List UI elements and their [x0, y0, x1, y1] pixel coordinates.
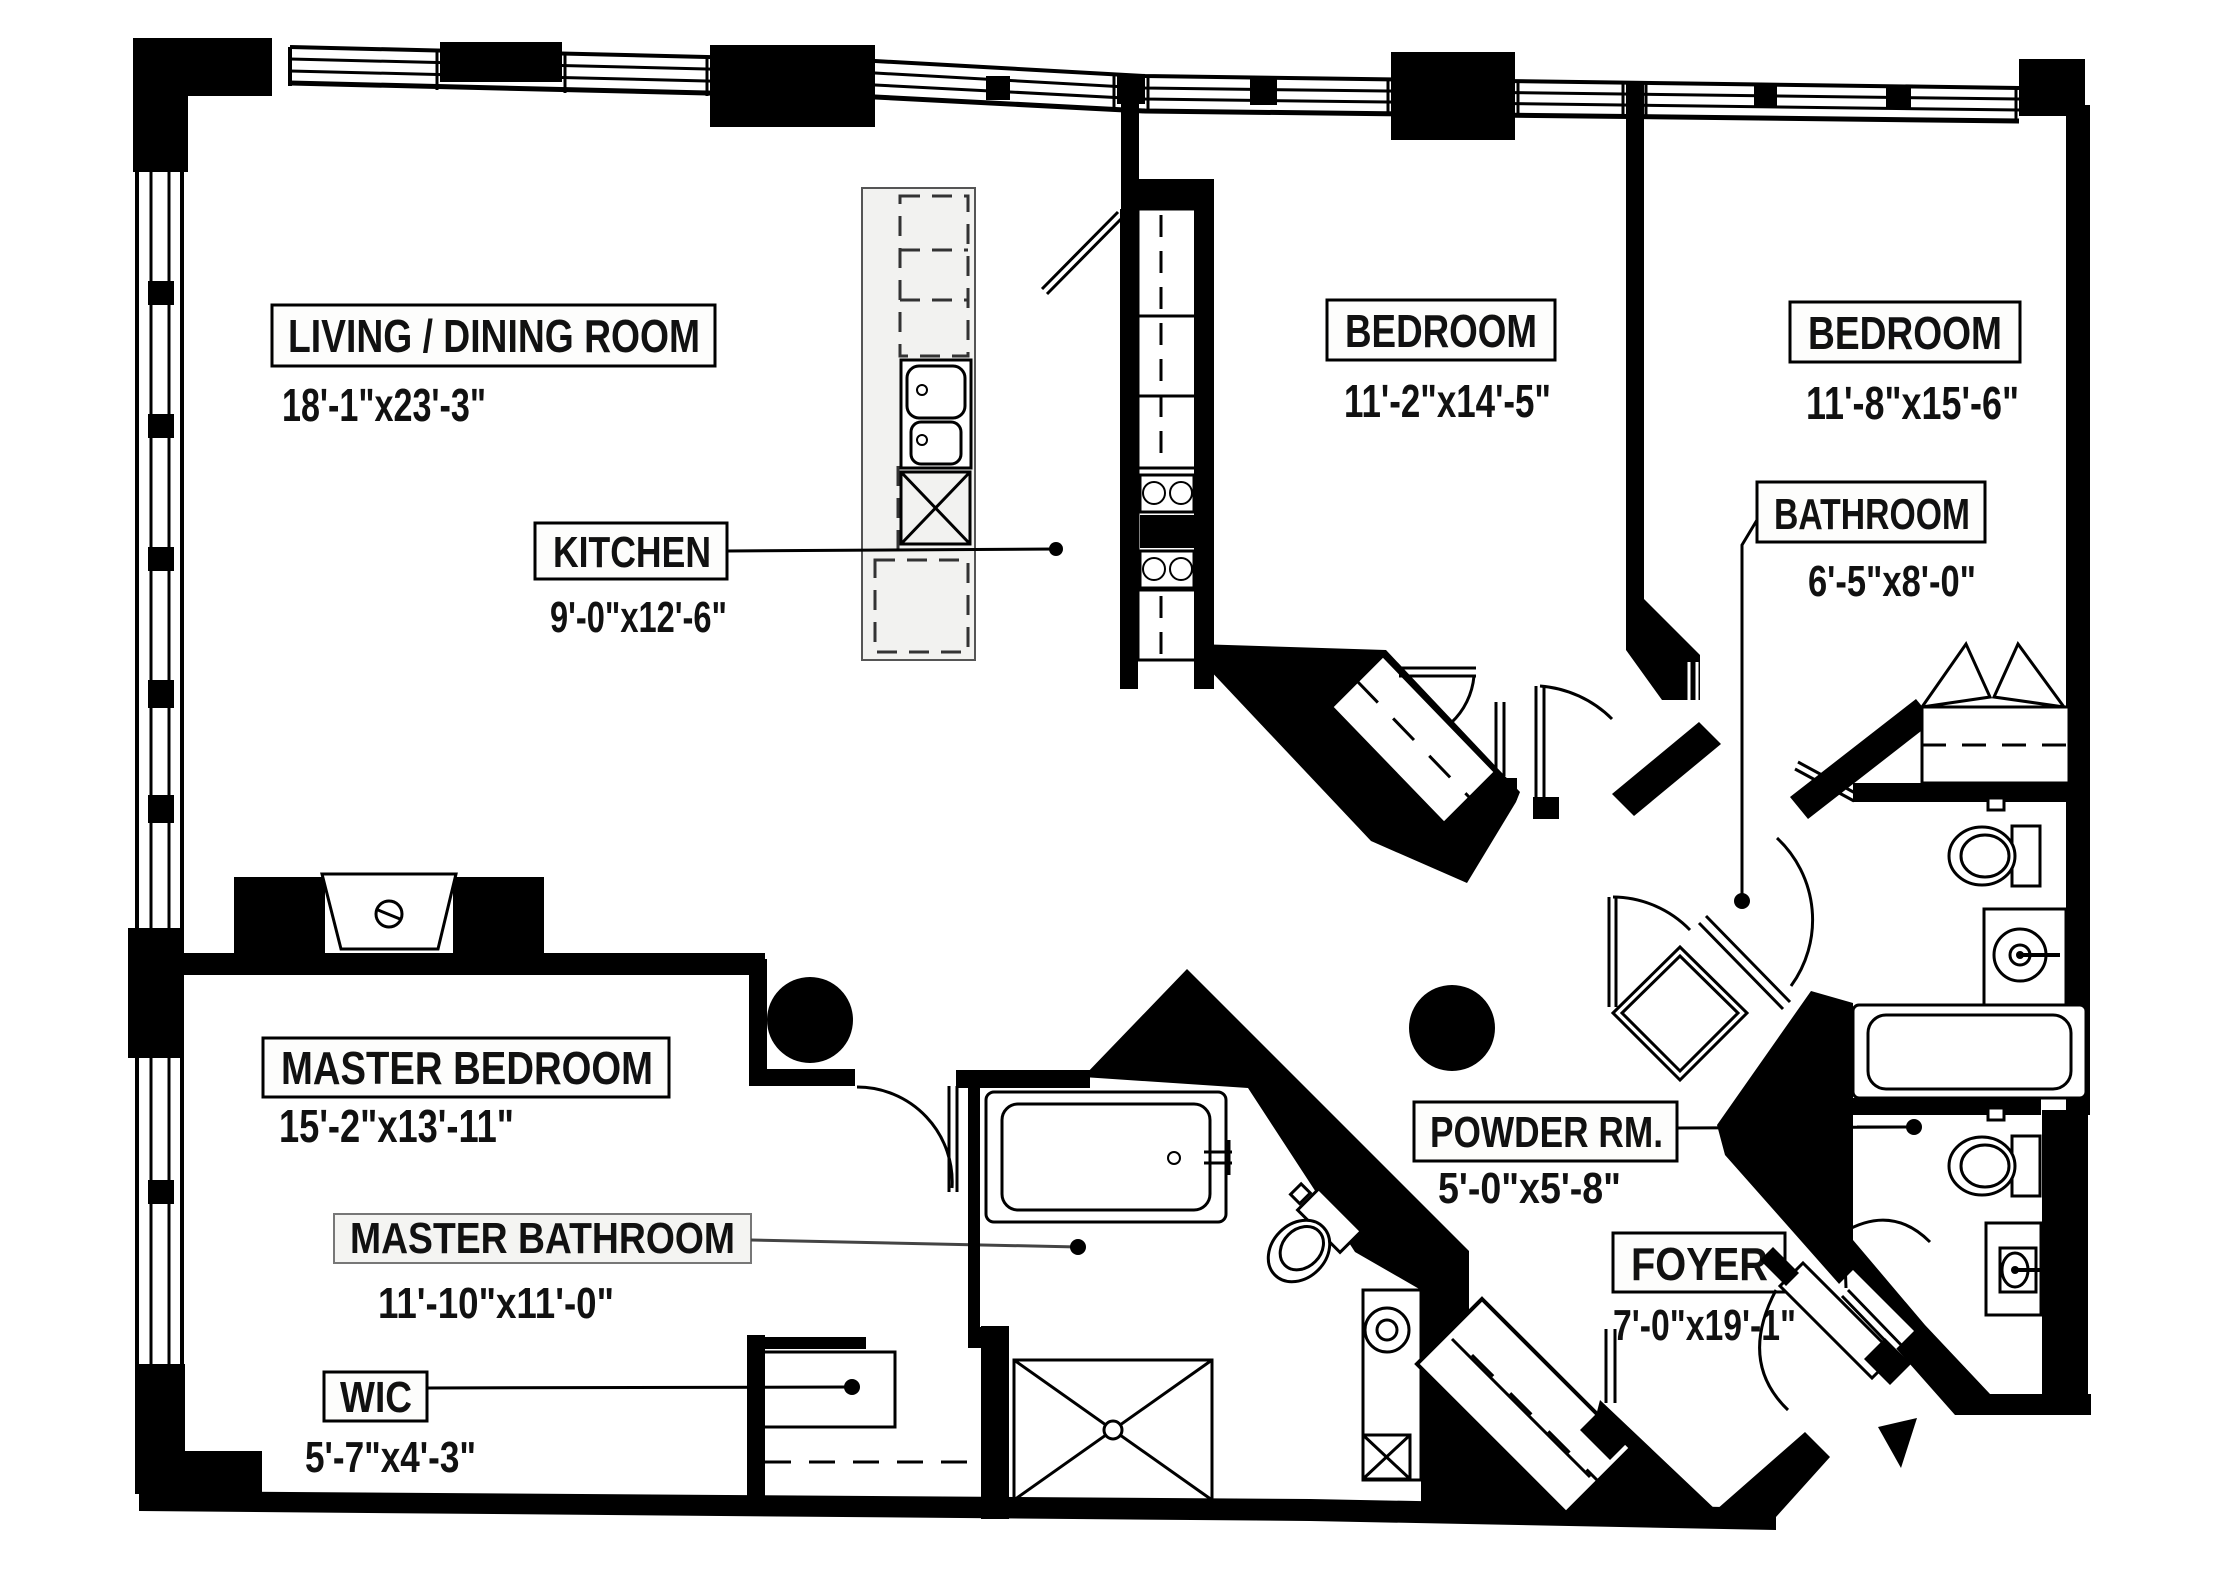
svg-text:MASTER BEDROOM: MASTER BEDROOM: [281, 1042, 653, 1094]
svg-text:BATHROOM: BATHROOM: [1774, 490, 1970, 539]
svg-text:FOYER: FOYER: [1631, 1238, 1768, 1290]
svg-text:BEDROOM: BEDROOM: [1808, 307, 2002, 359]
svg-text:WIC: WIC: [340, 1373, 412, 1422]
svg-text:11'-10"x11'-0": 11'-10"x11'-0": [378, 1279, 614, 1328]
svg-text:BEDROOM: BEDROOM: [1345, 305, 1537, 357]
svg-text:11'-2"x14'-5": 11'-2"x14'-5": [1344, 375, 1551, 427]
svg-text:7'-0"x19'-1": 7'-0"x19'-1": [1613, 1301, 1796, 1350]
svg-text:MASTER BATHROOM: MASTER BATHROOM: [350, 1214, 735, 1263]
svg-text:18'-1"x23'-3": 18'-1"x23'-3": [282, 379, 486, 431]
svg-text:5'-7"x4'-3": 5'-7"x4'-3": [305, 1433, 476, 1482]
svg-text:LIVING / DINING ROOM: LIVING / DINING ROOM: [288, 310, 700, 362]
svg-text:5'-0"x5'-8": 5'-0"x5'-8": [1438, 1164, 1621, 1213]
svg-text:11'-8"x15'-6": 11'-8"x15'-6": [1806, 377, 2019, 429]
svg-text:6'-5"x8'-0": 6'-5"x8'-0": [1808, 557, 1976, 606]
svg-text:KITCHEN: KITCHEN: [553, 528, 711, 577]
svg-text:POWDER RM.: POWDER RM.: [1430, 1108, 1663, 1157]
svg-text:15'-2"x13'-11": 15'-2"x13'-11": [279, 1100, 514, 1152]
svg-text:9'-0"x12'-6": 9'-0"x12'-6": [550, 593, 727, 642]
